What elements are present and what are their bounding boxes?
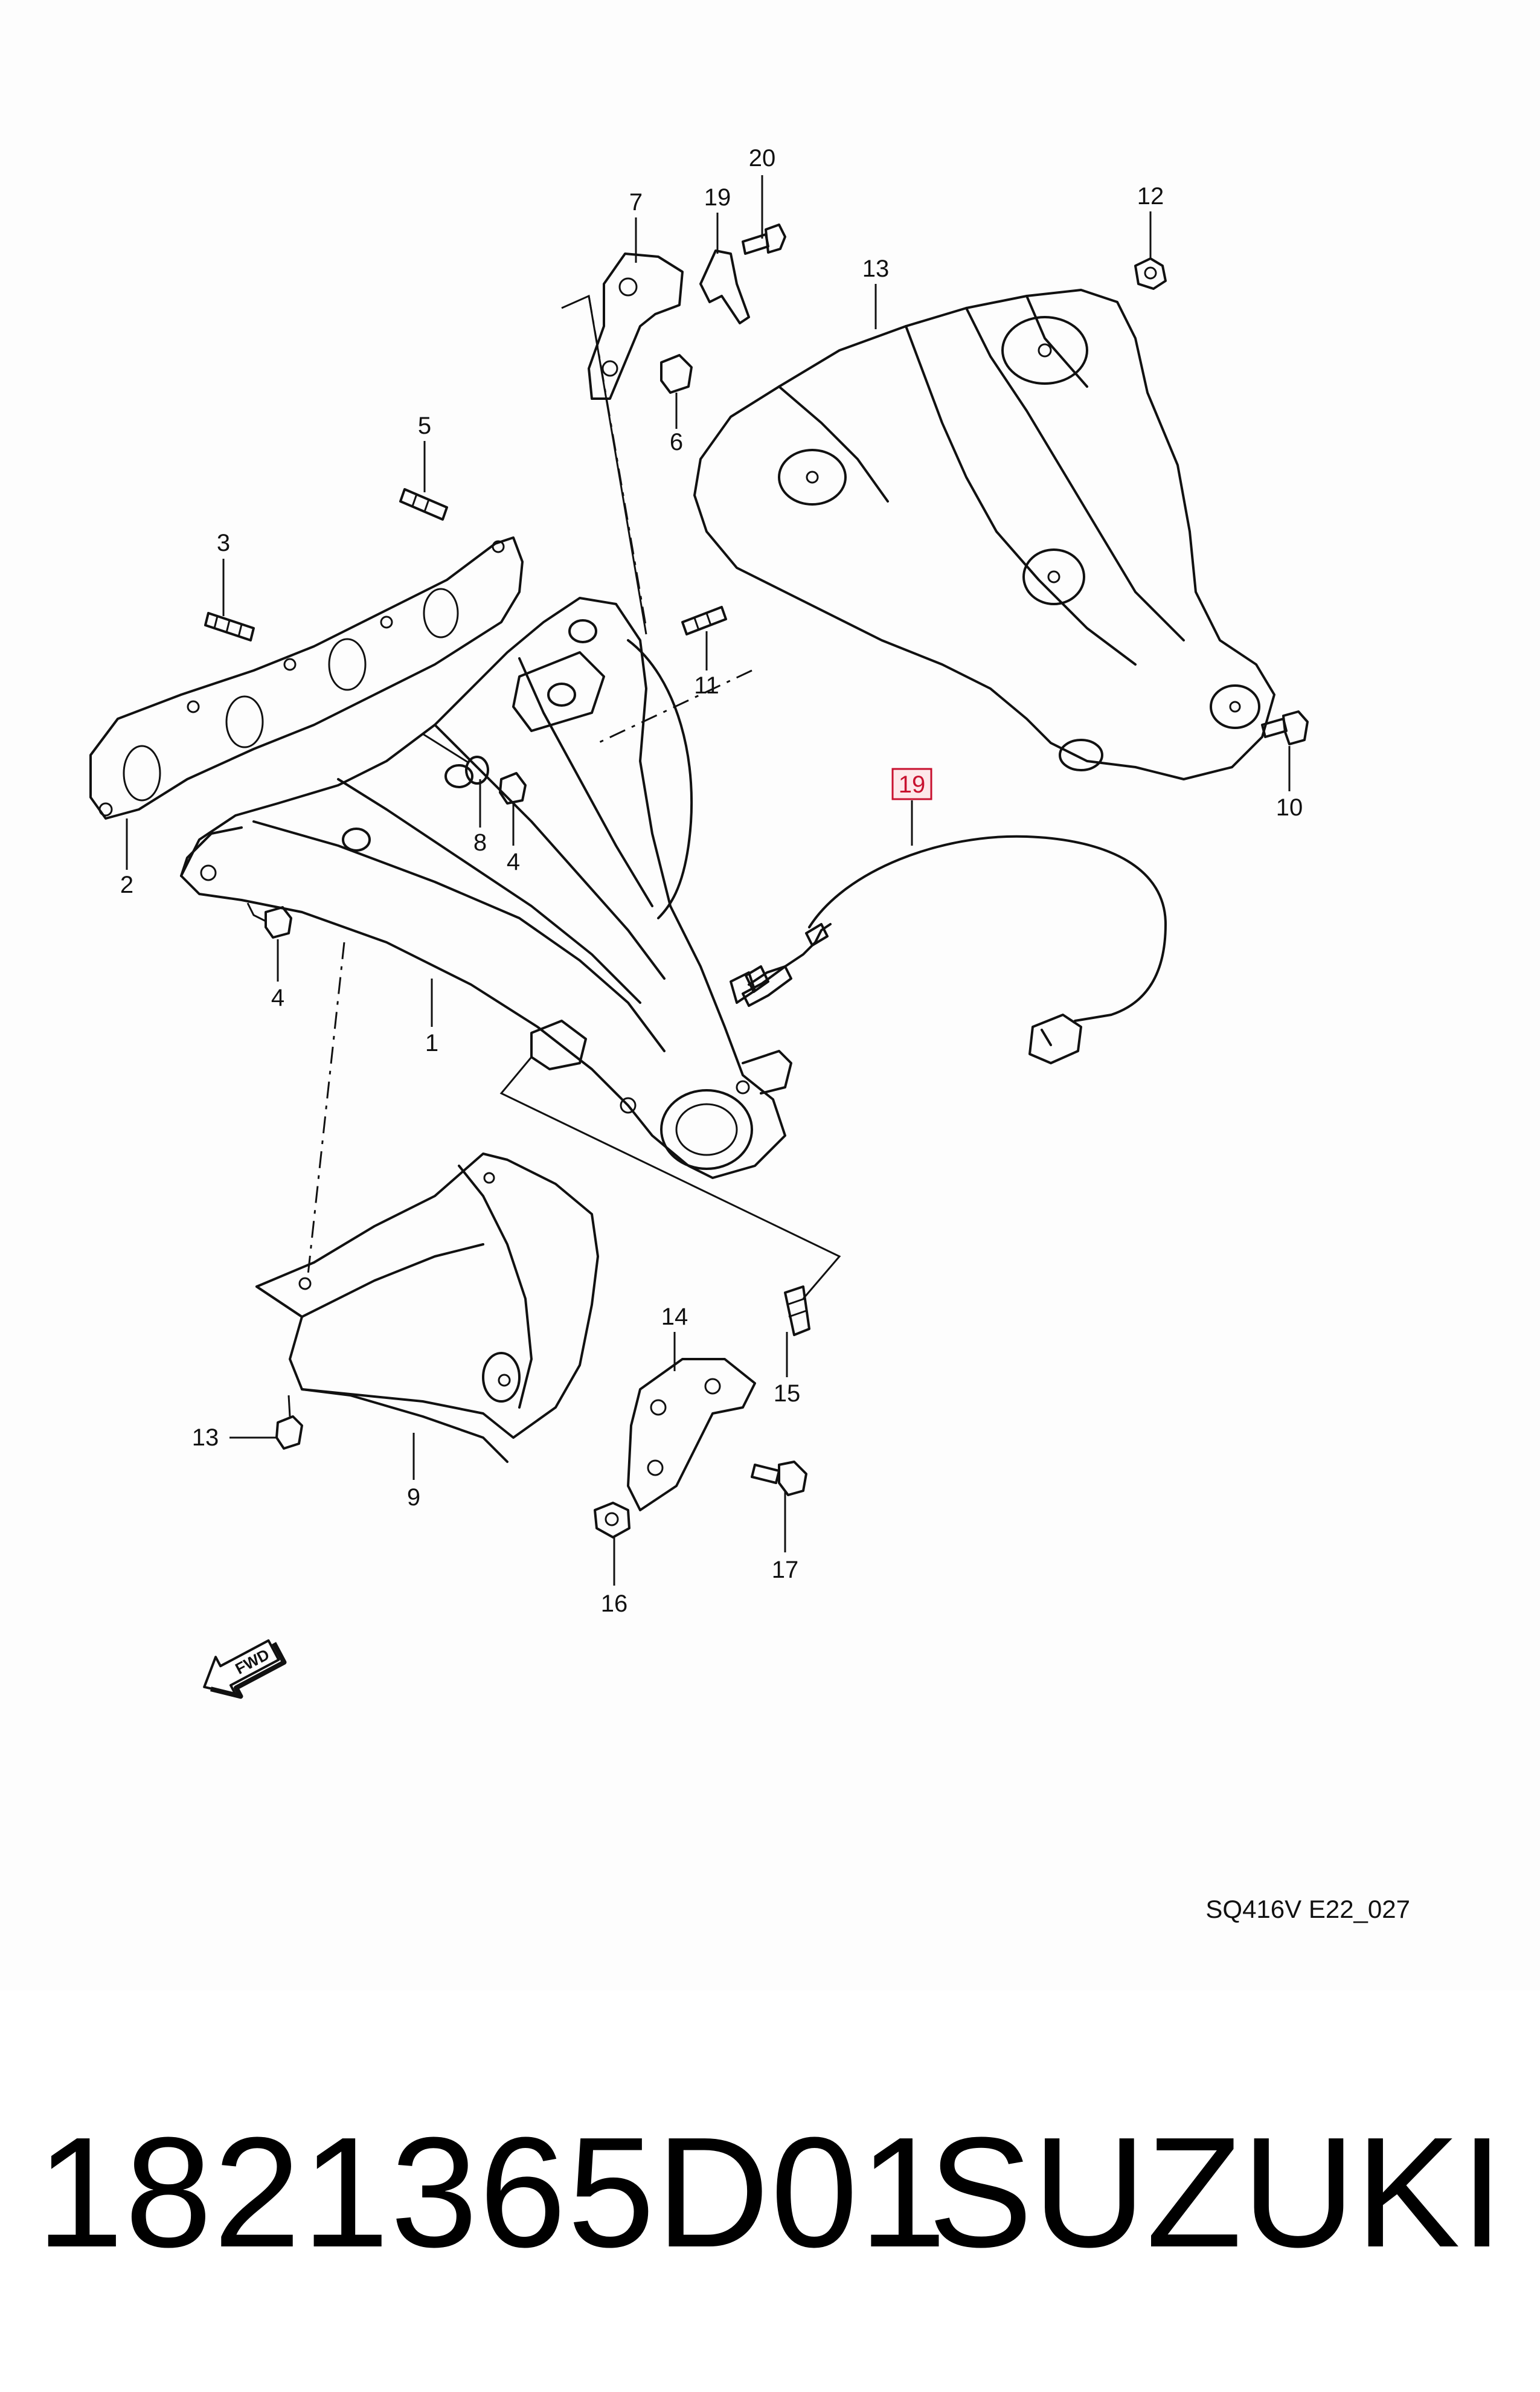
callout-2: 2 xyxy=(120,872,133,898)
part-5-stud xyxy=(422,733,489,785)
callout-21: 20 xyxy=(749,145,776,172)
part-4-nut-a xyxy=(499,772,527,805)
leader-lines xyxy=(126,175,1291,1586)
part-11-bolt xyxy=(1261,710,1309,745)
part-14-bolt xyxy=(275,1395,303,1450)
part-number: 1821365D01 xyxy=(36,2105,948,2280)
part-3-stud xyxy=(204,612,255,641)
callout-6: 5 xyxy=(418,413,431,439)
callout-labels: 20 7 19 12 13 6 5 3 11 10 8 4 2 4 1 19 1… xyxy=(120,145,1303,1617)
part-4-nut-b xyxy=(265,906,292,939)
callout-20: 19 xyxy=(704,184,731,211)
part-2-gasket xyxy=(89,536,524,820)
callout-19[interactable]: 19 xyxy=(899,771,926,798)
callout-5: 8 xyxy=(473,829,487,856)
brand-name: SUZUKI xyxy=(928,2105,1504,2280)
part-20-bracket xyxy=(699,249,750,324)
callout-12: 11 xyxy=(694,672,719,699)
part-10-heat-shield-lower xyxy=(255,1153,599,1463)
callout-7: 6 xyxy=(670,429,683,455)
part-15-bracket xyxy=(627,1358,756,1511)
callout-15: 14 xyxy=(661,1304,688,1330)
callout-16: 15 xyxy=(774,1380,801,1407)
part-18-bolt xyxy=(751,1461,807,1496)
fwd-arrow-icon: FWD xyxy=(203,1639,287,1699)
part-7-nut xyxy=(660,354,693,394)
drawing-code: SQ416V E22_027 xyxy=(1205,1895,1410,1923)
callout-10: 9 xyxy=(407,1484,420,1511)
footer xyxy=(0,1990,1540,2392)
exploded-parts-diagram: 20 7 19 12 13 6 5 3 11 10 8 4 2 4 1 19 1… xyxy=(89,145,1410,1923)
callout-17: 16 xyxy=(601,1590,628,1617)
callout-14: 13 xyxy=(192,1424,219,1451)
part-16-stud xyxy=(784,1285,810,1336)
callout-11: 10 xyxy=(1276,794,1303,821)
part-21-bolt xyxy=(742,223,786,255)
part-17-nut xyxy=(594,1502,630,1538)
callout-1: 1 xyxy=(425,1030,438,1056)
callout-9: 13 xyxy=(862,256,890,282)
callout-4a: 4 xyxy=(507,849,520,875)
callout-8: 7 xyxy=(629,189,643,216)
part-19-oxygen-sensor xyxy=(730,835,1167,1064)
part-13-bolt xyxy=(1134,257,1167,290)
callout-13: 12 xyxy=(1137,183,1164,210)
callout-19-highlight-box xyxy=(891,768,932,800)
part-9-heat-shield-upper xyxy=(693,289,1275,780)
part-8-bracket xyxy=(588,252,684,400)
callout-3: 3 xyxy=(217,530,230,556)
assembly-guide-lines xyxy=(246,294,841,1299)
callout-4b: 4 xyxy=(271,985,284,1011)
callout-18: 17 xyxy=(772,1557,799,1583)
part-12-stud xyxy=(681,606,727,635)
diagram-panel: 20 7 19 12 13 6 5 3 11 10 8 4 2 4 1 19 1… xyxy=(89,145,1410,1923)
part-6-stud xyxy=(399,488,448,521)
